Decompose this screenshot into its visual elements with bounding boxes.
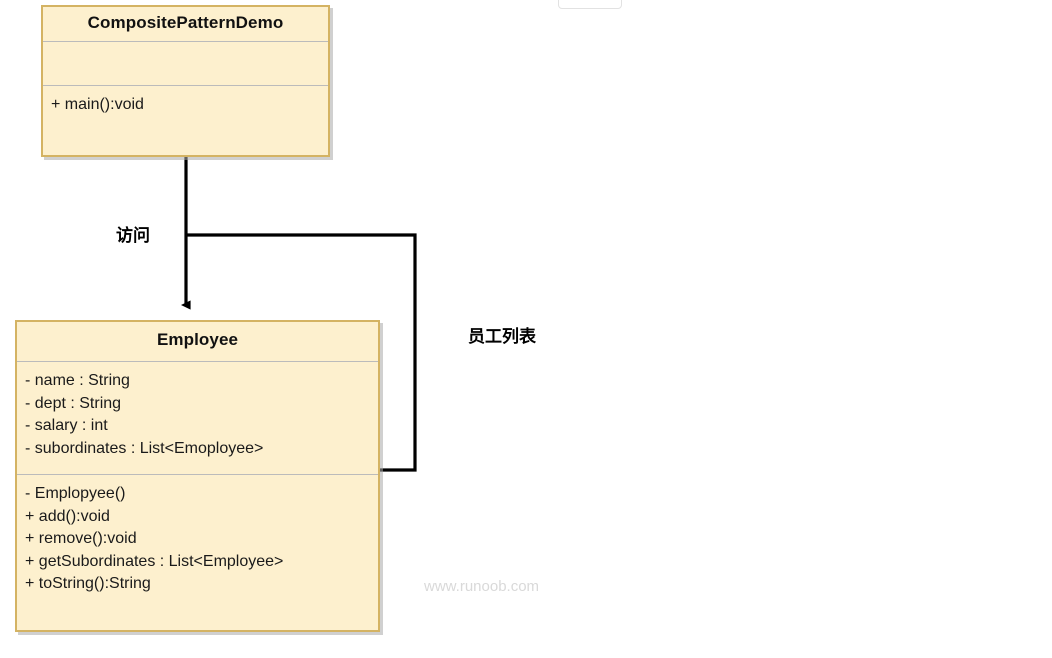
connector-label-access: 访问 <box>116 226 150 245</box>
class-box-composite-pattern-demo[interactable]: CompositePatternDemo + main():void <box>41 5 330 157</box>
watermark: www.runoob.com <box>424 578 540 595</box>
top-fragment-box <box>558 0 622 9</box>
class-attribute-row: - name : String <box>25 372 130 389</box>
class-attributes-composite-pattern-demo <box>43 41 328 85</box>
class-attributes-employee: - name : String - dept : String - salary… <box>17 361 378 474</box>
connector-label-employee-list: 员工列表 <box>468 327 536 346</box>
class-method-row: + remove():void <box>25 530 137 547</box>
class-method-row: + getSubordinates : List<Employee> <box>25 552 284 570</box>
class-methods-employee: - Emplopyee() + add():void + remove():vo… <box>17 474 378 630</box>
class-attribute-row: - dept : String <box>25 394 122 412</box>
class-attribute-row: - subordinates : List<Emoployee> <box>25 439 264 457</box>
class-title-employee: Employee <box>156 330 239 349</box>
class-method-row: + toString():String <box>25 575 151 592</box>
class-method-row: - Emplopyee() <box>25 485 126 502</box>
class-method-row: + main():void <box>51 96 144 113</box>
class-box-employee[interactable]: Employee - name : String - dept : String… <box>15 320 380 632</box>
class-title-composite-pattern-demo: CompositePatternDemo <box>87 13 284 32</box>
class-method-row: + add():void <box>25 507 110 525</box>
class-methods-composite-pattern-demo: + main():void <box>43 85 328 155</box>
class-attribute-row: - salary : int <box>25 417 108 434</box>
